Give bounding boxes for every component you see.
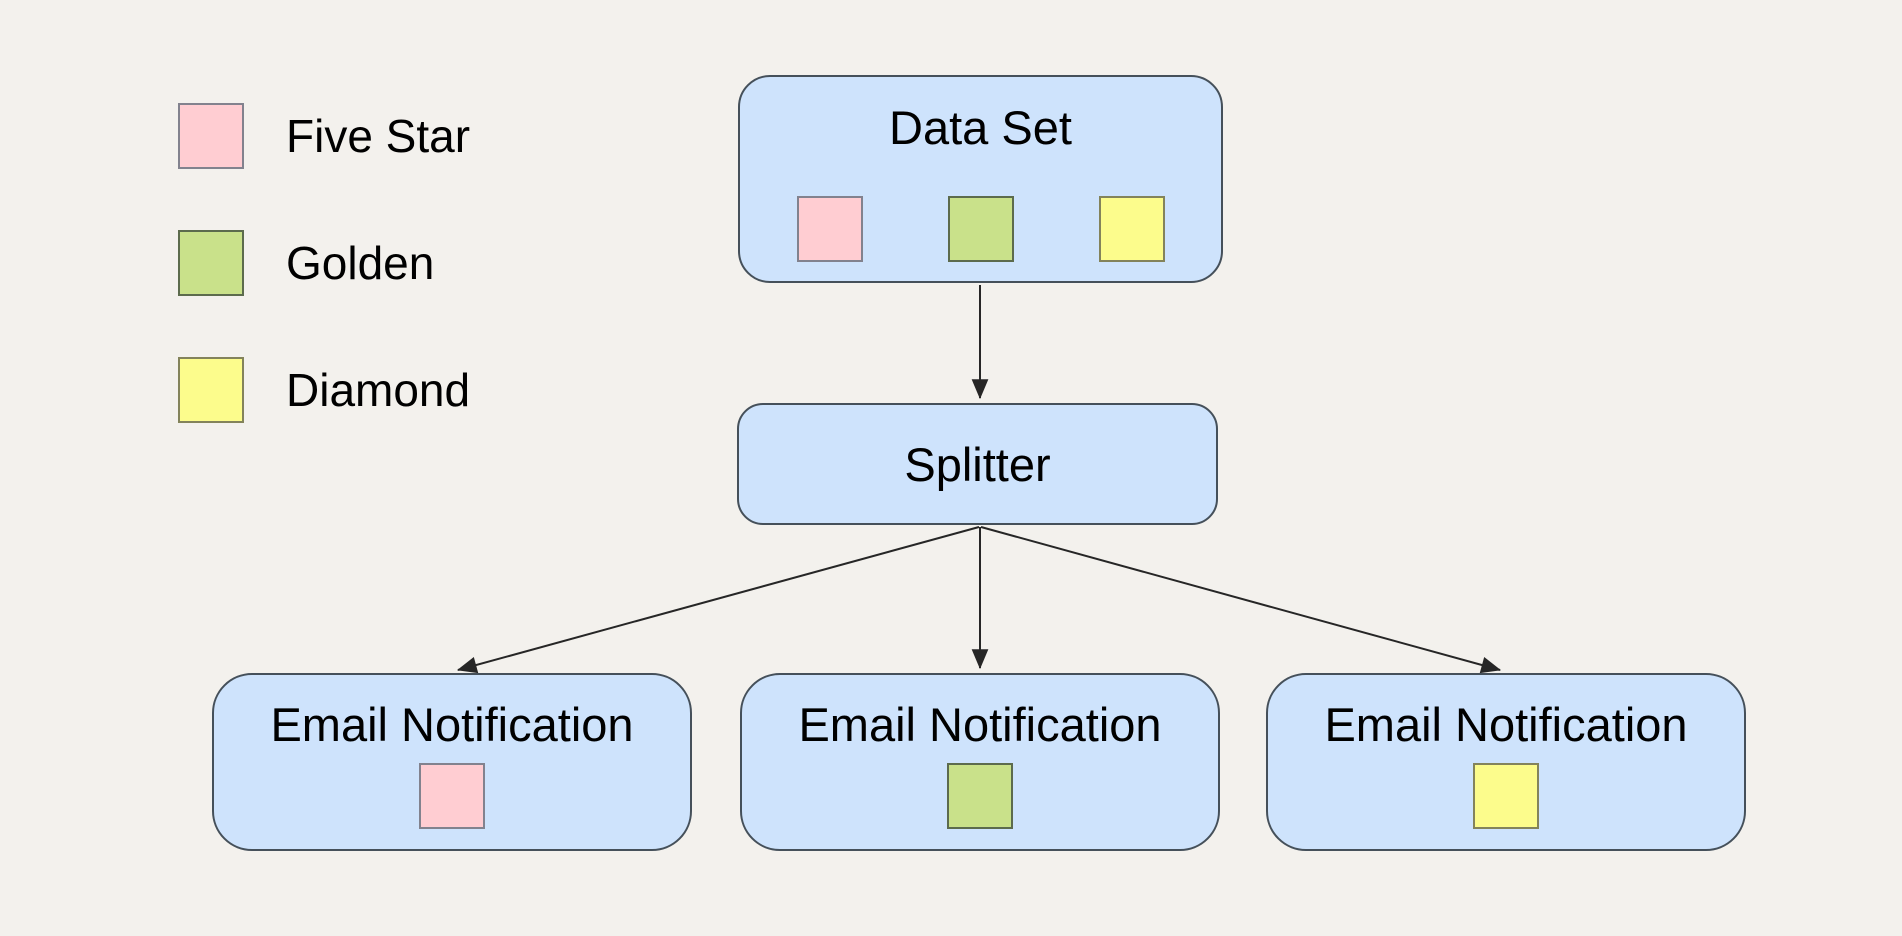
legend-item-five-star: Five Star <box>178 103 470 169</box>
node-label: Data Set <box>889 101 1072 154</box>
legend-label: Diamond <box>286 364 471 416</box>
node-email-notification-five-star[interactable]: Email Notification <box>212 673 692 851</box>
node-email-notification-golden[interactable]: Email Notification <box>740 673 1220 851</box>
legend-swatch-diamond <box>178 357 244 423</box>
legend-label: Golden <box>286 237 435 289</box>
node-splitter[interactable]: Splitter <box>737 403 1218 525</box>
chip-diamond <box>1473 763 1539 829</box>
edge-splitter-to-email-diamond <box>980 526 1502 674</box>
chip-diamond <box>1098 196 1165 262</box>
legend-label: Five Star <box>286 110 471 162</box>
chip-five-star <box>419 763 485 829</box>
legend-swatch-five-star <box>178 103 244 169</box>
chip-five-star <box>796 196 863 262</box>
chip-row <box>740 196 1221 262</box>
node-label: Splitter <box>904 437 1051 491</box>
node-label: Email Notification <box>270 698 634 751</box>
edge-splitter-to-email-five-star <box>456 526 980 674</box>
node-label: Email Notification <box>1324 698 1688 751</box>
node-data-set[interactable]: Data Set <box>738 75 1223 283</box>
chip-golden <box>947 763 1013 829</box>
chip-golden <box>947 196 1014 262</box>
node-email-notification-diamond[interactable]: Email Notification <box>1266 673 1746 851</box>
legend-swatch-golden <box>178 230 244 296</box>
legend-item-diamond: Diamond <box>178 357 470 423</box>
legend-item-golden: Golden <box>178 230 434 296</box>
node-label: Email Notification <box>798 698 1162 751</box>
